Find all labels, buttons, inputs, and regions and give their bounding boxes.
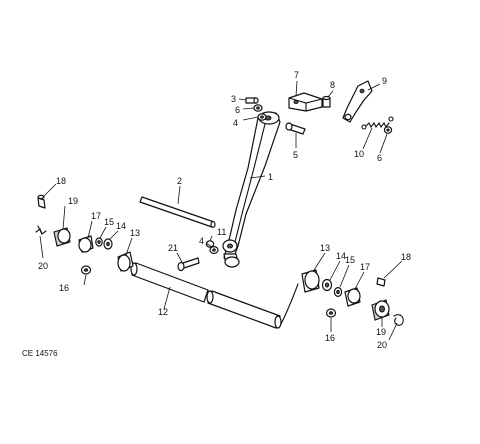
callout-3: 3 [231, 94, 236, 104]
callout-13-left: 13 [130, 228, 140, 238]
washer-part-14-right [321, 278, 333, 292]
callout-17-right: 17 [360, 262, 370, 272]
callout-labels: 1 2 3 4 5 6 6 7 8 9 10 11 4 21 12 13 14 … [38, 70, 411, 350]
pin-part-8 [322, 95, 331, 108]
callout-14-left: 14 [116, 221, 126, 231]
lever-arm-part [222, 111, 281, 268]
washer-part-6-lower [383, 126, 393, 134]
reference-code: CE 14576 [22, 349, 58, 358]
plate-part-9 [342, 80, 373, 123]
callout-4-upper: 4 [233, 118, 238, 128]
tube-part-12 [130, 262, 299, 329]
callout-1: 1 [268, 172, 273, 182]
pin-part-18-left [37, 194, 46, 209]
sleeve-part-19-left [53, 227, 71, 247]
callout-6-lower: 6 [377, 153, 382, 163]
callout-18-right: 18 [401, 252, 411, 262]
clip-part-20-right [393, 314, 404, 326]
washer-part-4-lower [209, 246, 219, 255]
spring-part-10 [361, 116, 394, 130]
leader-lines [39, 80, 403, 341]
callout-21: 21 [168, 243, 178, 253]
callout-15-right: 15 [345, 255, 355, 265]
callout-14-right: 14 [336, 251, 346, 261]
washer-part-6-upper [253, 104, 263, 112]
bolt-part-21 [177, 257, 200, 272]
callout-13-right: 13 [320, 243, 330, 253]
callout-16-right: 16 [325, 333, 335, 343]
bushing-part-17-right [344, 287, 361, 307]
clip-part-20-left [35, 225, 47, 235]
callout-6-upper: 6 [235, 105, 240, 115]
callout-18-left: 18 [56, 176, 66, 186]
callout-15-left: 15 [104, 217, 114, 227]
callout-19-left: 19 [68, 196, 78, 206]
bracket-part-7 [288, 92, 323, 112]
callout-4-lower: 4 [199, 236, 204, 246]
callout-16-left: 16 [59, 283, 69, 293]
callout-20-left: 20 [38, 261, 48, 271]
callout-19-right: 19 [376, 327, 386, 337]
callout-2: 2 [177, 176, 182, 186]
callout-17-left: 17 [91, 211, 101, 221]
washer-part-4-upper [257, 113, 267, 121]
callout-11: 11 [217, 227, 226, 237]
sleeve-part-19-right [371, 299, 390, 321]
sleeve-part-13-right [301, 269, 320, 293]
callout-5: 5 [293, 150, 298, 160]
sleeve-part-13-left [117, 251, 134, 272]
pin-part-18-right [376, 277, 386, 287]
nut-part-16-right [325, 308, 337, 318]
pin-part-3 [245, 97, 259, 104]
washer-part-15-right [333, 287, 343, 298]
callout-10: 10 [354, 149, 364, 159]
bushing-part-17-left [78, 235, 94, 253]
nut-part-16-left [80, 265, 92, 275]
washer-part-15-left [95, 237, 103, 247]
callout-20-right: 20 [377, 340, 387, 350]
callout-8: 8 [330, 80, 335, 90]
callout-12: 12 [158, 307, 168, 317]
callout-9: 9 [382, 76, 387, 86]
long-rod-part [139, 196, 216, 228]
callout-7: 7 [294, 70, 299, 80]
bolt-part-5 [285, 122, 306, 135]
washer-part-14-left [103, 238, 113, 250]
